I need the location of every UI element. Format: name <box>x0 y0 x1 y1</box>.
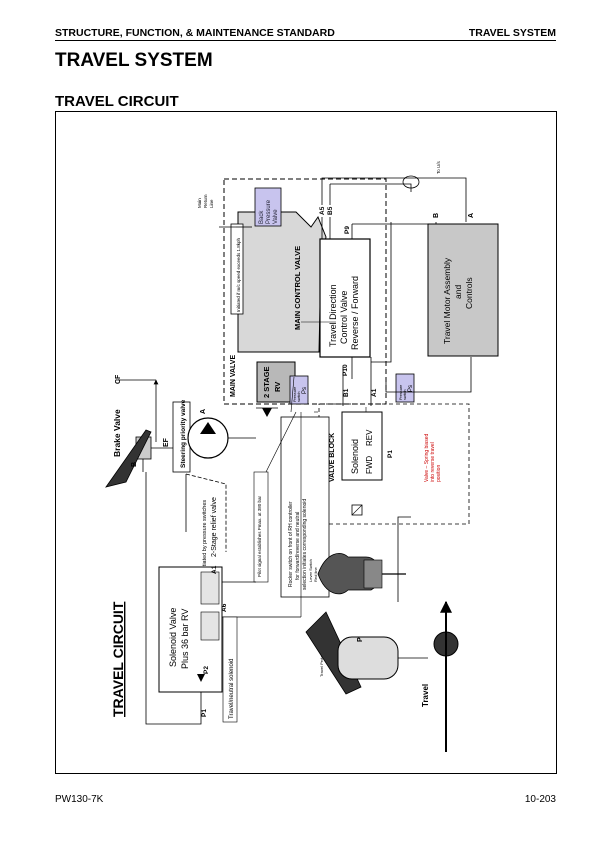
diagram-frame: MAIN VALVE MAIN CONTROL VALVE Initiated … <box>55 111 557 774</box>
port-p2: P2 <box>203 666 210 674</box>
port-b1: B1 <box>343 388 350 397</box>
header-left: STRUCTURE, FUNCTION, & MAINTENANCE STAND… <box>55 27 335 39</box>
pressure-switch-left-l1: Pressure <box>293 387 297 402</box>
brake-pedal-icon <box>105 429 152 488</box>
two-stage-rv <box>256 361 296 403</box>
solenoid-valve-l1: Solenoid Valve <box>168 608 178 667</box>
travel-pedal-label: Travel Pedal + Valve <box>319 640 324 677</box>
header-right: TRAVEL SYSTEM <box>468 27 556 39</box>
port-a1-right: A1 <box>371 388 378 397</box>
back-pressure-l1: Back <box>259 210 265 224</box>
back-pressure-l3: Valve <box>273 209 279 224</box>
page-title: TRAVEL SYSTEM <box>55 50 213 71</box>
pressure-switch-left-l3: Ps <box>302 387 308 394</box>
spring-note-l2: into reverse travel <box>430 442 436 482</box>
port-a-motor: A <box>468 213 475 218</box>
pressure-switch-right-l2: switch <box>403 389 407 400</box>
port-b5: B5 <box>327 206 334 215</box>
travel-motor-l1: Travel Motor Assembly <box>442 257 452 344</box>
main-control-valve-body <box>237 211 327 353</box>
solenoid-valve-a1-block <box>200 571 220 605</box>
valve-block-label: VALVE BLOCK <box>329 433 336 482</box>
back-pressure-valve <box>254 187 282 227</box>
port-b-brake: B <box>131 462 138 467</box>
port-a6: A6 <box>221 603 228 612</box>
lever-switch-l1: Lever Switch <box>308 559 313 582</box>
travel-direction-l1: Travel Direction <box>328 284 338 347</box>
footer-page: 10-203 <box>524 794 556 805</box>
main-return-l3: Line <box>209 199 214 208</box>
travel-neutral-solenoid-box <box>222 616 238 723</box>
port-p1: P1 <box>201 709 208 717</box>
solenoid-label: Solenoid <box>350 439 360 474</box>
port-b-motor: B <box>433 213 440 218</box>
back-pressure-l2: Pressure <box>266 199 272 224</box>
travel-motor-l2: and <box>453 285 463 299</box>
header-rule <box>55 40 556 41</box>
rev-label: REV <box>365 429 374 446</box>
pressure-switch-left <box>289 375 309 405</box>
initiated-pressure: Initiated by pressure switches <box>202 500 208 572</box>
rocker-l2: for forward/reverse and neutral <box>295 512 301 580</box>
travel-circuit-diagram: MAIN VALVE MAIN CONTROL VALVE Initiated … <box>105 160 499 752</box>
port-a5: A5 <box>319 206 326 215</box>
pressure-switch-left-l2: switch <box>297 391 301 402</box>
port-p10: P10 <box>342 364 349 376</box>
travel-direction-l3: Reverse / Forward <box>350 276 360 350</box>
port-a1-left: A1 <box>211 565 218 574</box>
two-stage-relief: 2-Stage relief valve <box>211 497 218 557</box>
rocker-l3: selection initiates corresponding soleno… <box>302 499 308 590</box>
speed-note: Initiated if m/c speed exceeds 1.8kph <box>236 237 241 312</box>
two-stage-l2: RV <box>273 382 282 392</box>
to-us-label: To U/s <box>436 160 441 174</box>
pressure-switch-right-l3: Ps <box>408 385 414 392</box>
main-valve-label: MAIN VALVE <box>230 355 237 397</box>
travel-motor-l3: Controls <box>464 277 474 309</box>
travel-direction-l2: Control Valve <box>339 291 349 344</box>
pressure-switch-right <box>395 373 415 403</box>
port-p1-block: P1 <box>387 450 394 458</box>
travel-neutral-solenoid: Travel/neutral solenoid <box>229 659 235 719</box>
solenoid-valve-a6-block <box>200 611 220 641</box>
rocker-l1: Rocker switch on front of RH controller <box>288 501 294 587</box>
rv-triangle <box>262 408 272 417</box>
pilot-signal: Pilot signal establishes Pmax. at 380 ba… <box>257 495 262 577</box>
travel-direction-valve <box>319 238 371 358</box>
steering-priority-label: Steering priority valve <box>180 399 187 468</box>
spring-note-l3: position <box>436 465 442 482</box>
lever-switch-l2: Red line <box>313 567 318 582</box>
main-return-l2: Return <box>203 194 208 208</box>
main-control-valve-label: MAIN CONTROL VALVE <box>293 246 302 330</box>
brake-valve-label: Brake Valve <box>112 409 122 457</box>
travel-motor-assembly <box>427 223 499 357</box>
port-ef: EF <box>163 437 170 447</box>
solenoid-valve-l2: Plus 36 bar RV <box>180 609 190 669</box>
footer-model: PW130-7K <box>55 794 104 805</box>
port-cf: CF <box>115 374 122 384</box>
port-p-pedal: P <box>357 637 364 642</box>
circuit-title: TRAVEL CIRCUIT <box>110 601 126 717</box>
travel-pedal-valve <box>337 636 399 680</box>
port-a-pump: A <box>200 409 207 414</box>
fwd-label: FWD <box>365 456 374 474</box>
main-return-l1: Main <box>197 198 202 208</box>
spring-note-l1: Valve – Spring biased <box>424 434 430 482</box>
solenoid-box <box>341 411 383 481</box>
speed-note-box <box>230 223 244 315</box>
travel-label: Travel <box>421 684 430 707</box>
two-stage-l1: 2 STAGE <box>262 366 271 398</box>
p2-triangle <box>197 674 205 682</box>
section-title: TRAVEL CIRCUIT <box>55 93 179 110</box>
port-p9: P9 <box>344 226 351 234</box>
